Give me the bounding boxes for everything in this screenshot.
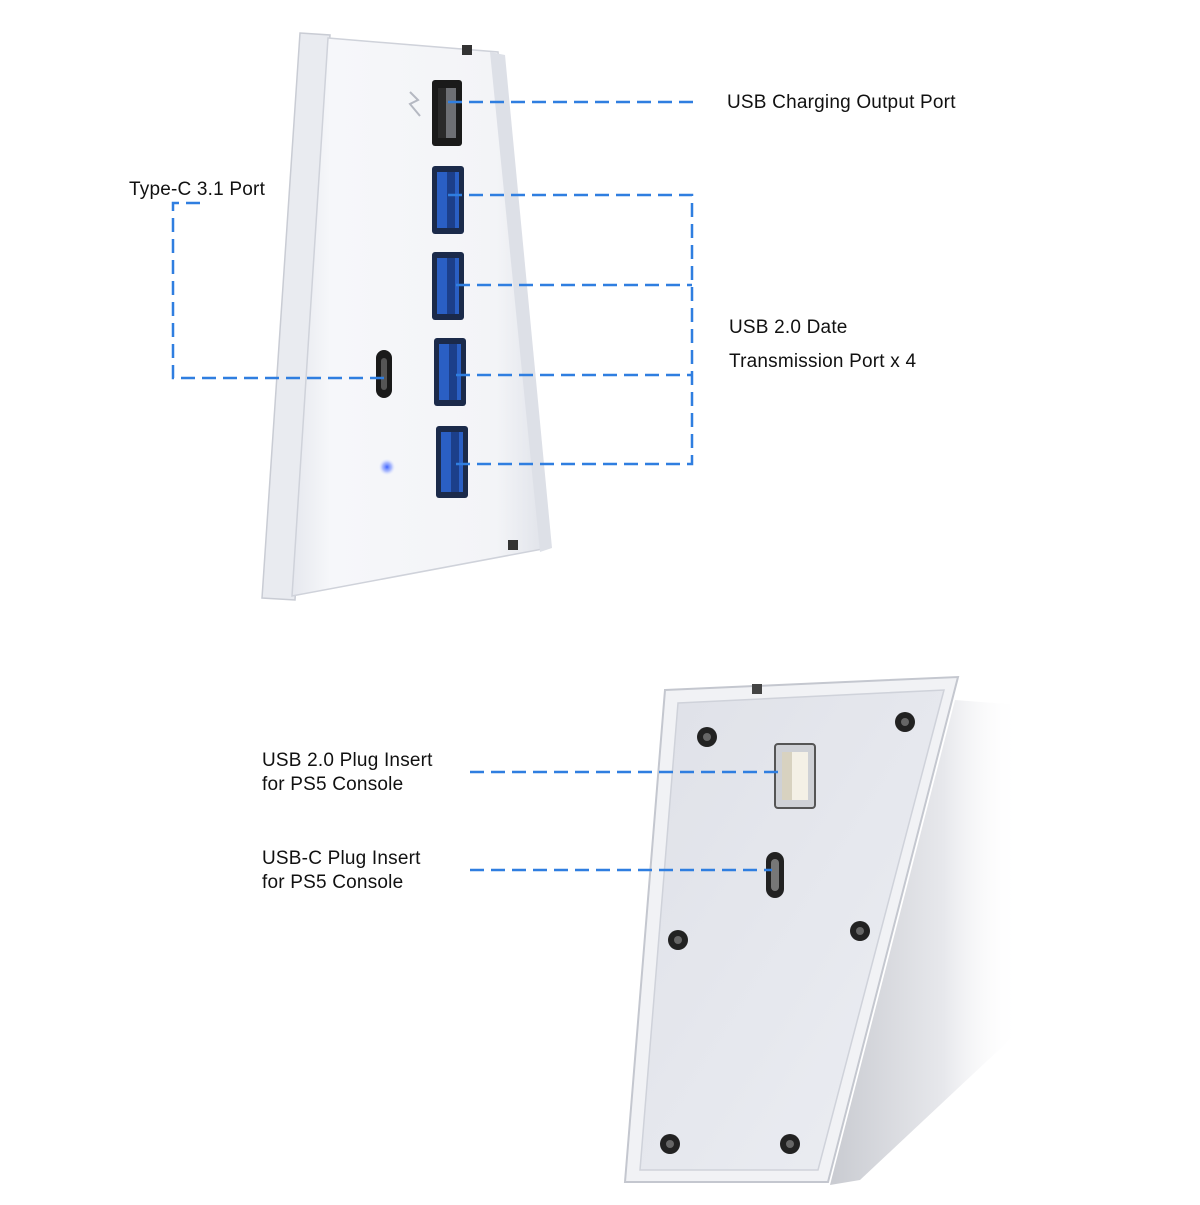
top-notch: [752, 684, 762, 694]
device-shadow: [830, 700, 1020, 1185]
top-tab: [462, 45, 472, 55]
usb3-port-4-icon: [436, 426, 468, 498]
label-text-line1: USB-C Plug Insert: [262, 848, 421, 869]
usb-charging-port-icon: [432, 80, 462, 146]
label-text-line2: for PS5 Console: [262, 872, 404, 893]
label-usbc-plug-insert: USB-C Plug Insert for PS5 Console: [262, 847, 421, 895]
label-text: USB Charging Output Port: [727, 92, 956, 113]
hub-back-device: [623, 675, 960, 1183]
screw-center: [703, 733, 711, 741]
bottom-tab: [508, 540, 518, 550]
label-usb20-date-transmission: USB 2.0 Date Transmission Port x 4: [729, 311, 916, 379]
label-text-line2: for PS5 Console: [262, 774, 404, 795]
screw-center: [786, 1140, 794, 1148]
label-type-c-port: Type-C 3.1 Port: [129, 178, 265, 202]
type-c-port-icon: [376, 350, 392, 398]
screw-center: [901, 718, 909, 726]
usb3-port-3-icon: [434, 338, 466, 406]
label-text-line2: Transmission Port x 4: [729, 351, 917, 372]
usb3-port-1-icon: [432, 166, 464, 234]
leader-lines-bottom: [470, 770, 780, 872]
leader-lines-top: [171, 100, 700, 466]
label-text-line1: USB 2.0 Date: [729, 317, 848, 338]
usb20-plug-icon: [774, 743, 816, 809]
screws: [660, 712, 915, 1154]
screw-center: [856, 927, 864, 935]
usb3-port-2-icon: [432, 252, 464, 320]
screw-center: [666, 1140, 674, 1148]
leader-type-c: [171, 201, 384, 380]
charging-symbol-icon: [408, 91, 421, 117]
label-text-line1: USB 2.0 Plug Insert: [262, 750, 433, 771]
label-text: Type-C 3.1 Port: [129, 179, 266, 200]
usbc-plug-icon: [766, 852, 784, 898]
label-usb20-plug-insert: USB 2.0 Plug Insert for PS5 Console: [262, 749, 433, 797]
hub-front-device: [261, 32, 552, 601]
power-led-icon: [378, 458, 396, 476]
screw-center: [674, 936, 682, 944]
label-usb-charging-output: USB Charging Output Port: [727, 91, 956, 115]
leader-usb20-bracket: [448, 193, 694, 466]
